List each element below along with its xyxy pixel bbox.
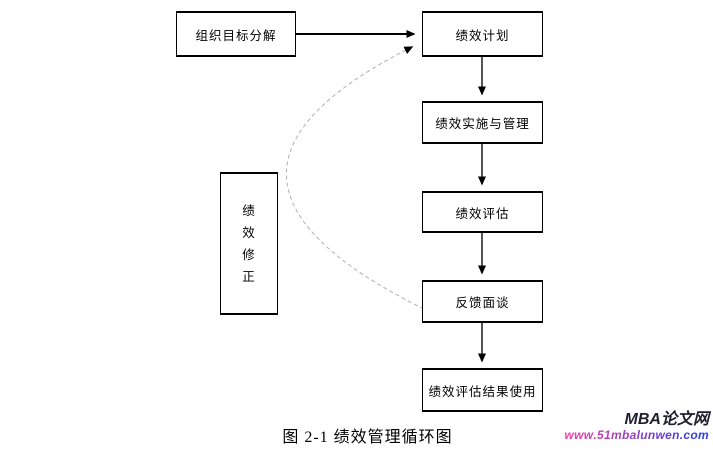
flow-box-correction-label: 绩效修正	[242, 203, 256, 284]
flow-box-goal-label: 组织目标分解	[195, 28, 277, 43]
watermark-site-name: MBA论文网	[624, 411, 709, 428]
flow-box-plan-label: 绩效计划	[455, 28, 510, 43]
flow-box-correction: 绩效修正	[220, 172, 278, 315]
flow-box-result-label: 绩效评估结果使用	[428, 384, 537, 399]
flow-box-feedback-label: 反馈面谈	[455, 296, 510, 310]
flow-box-evaluate-label: 绩效评估	[455, 206, 510, 221]
flow-box-feedback: 反馈面谈	[422, 280, 543, 323]
flow-box-implement-label: 绩效实施与管理	[435, 117, 530, 131]
figure-caption: 图 2-1 绩效管理循环图	[282, 429, 453, 446]
flow-box-implement: 绩效实施与管理	[422, 101, 543, 144]
dashed-arc-feedback-to-plan	[286, 46, 425, 310]
flow-box-goal: 组织目标分解	[176, 11, 296, 57]
watermark-url: www.51mbalunwen.com	[564, 427, 709, 442]
flow-box-evaluate: 绩效评估	[422, 191, 543, 233]
watermark: MBA论文网 www.51mbalunwen.com	[489, 411, 709, 442]
flow-box-plan: 绩效计划	[422, 11, 543, 57]
flow-box-result: 绩效评估结果使用	[422, 368, 543, 412]
